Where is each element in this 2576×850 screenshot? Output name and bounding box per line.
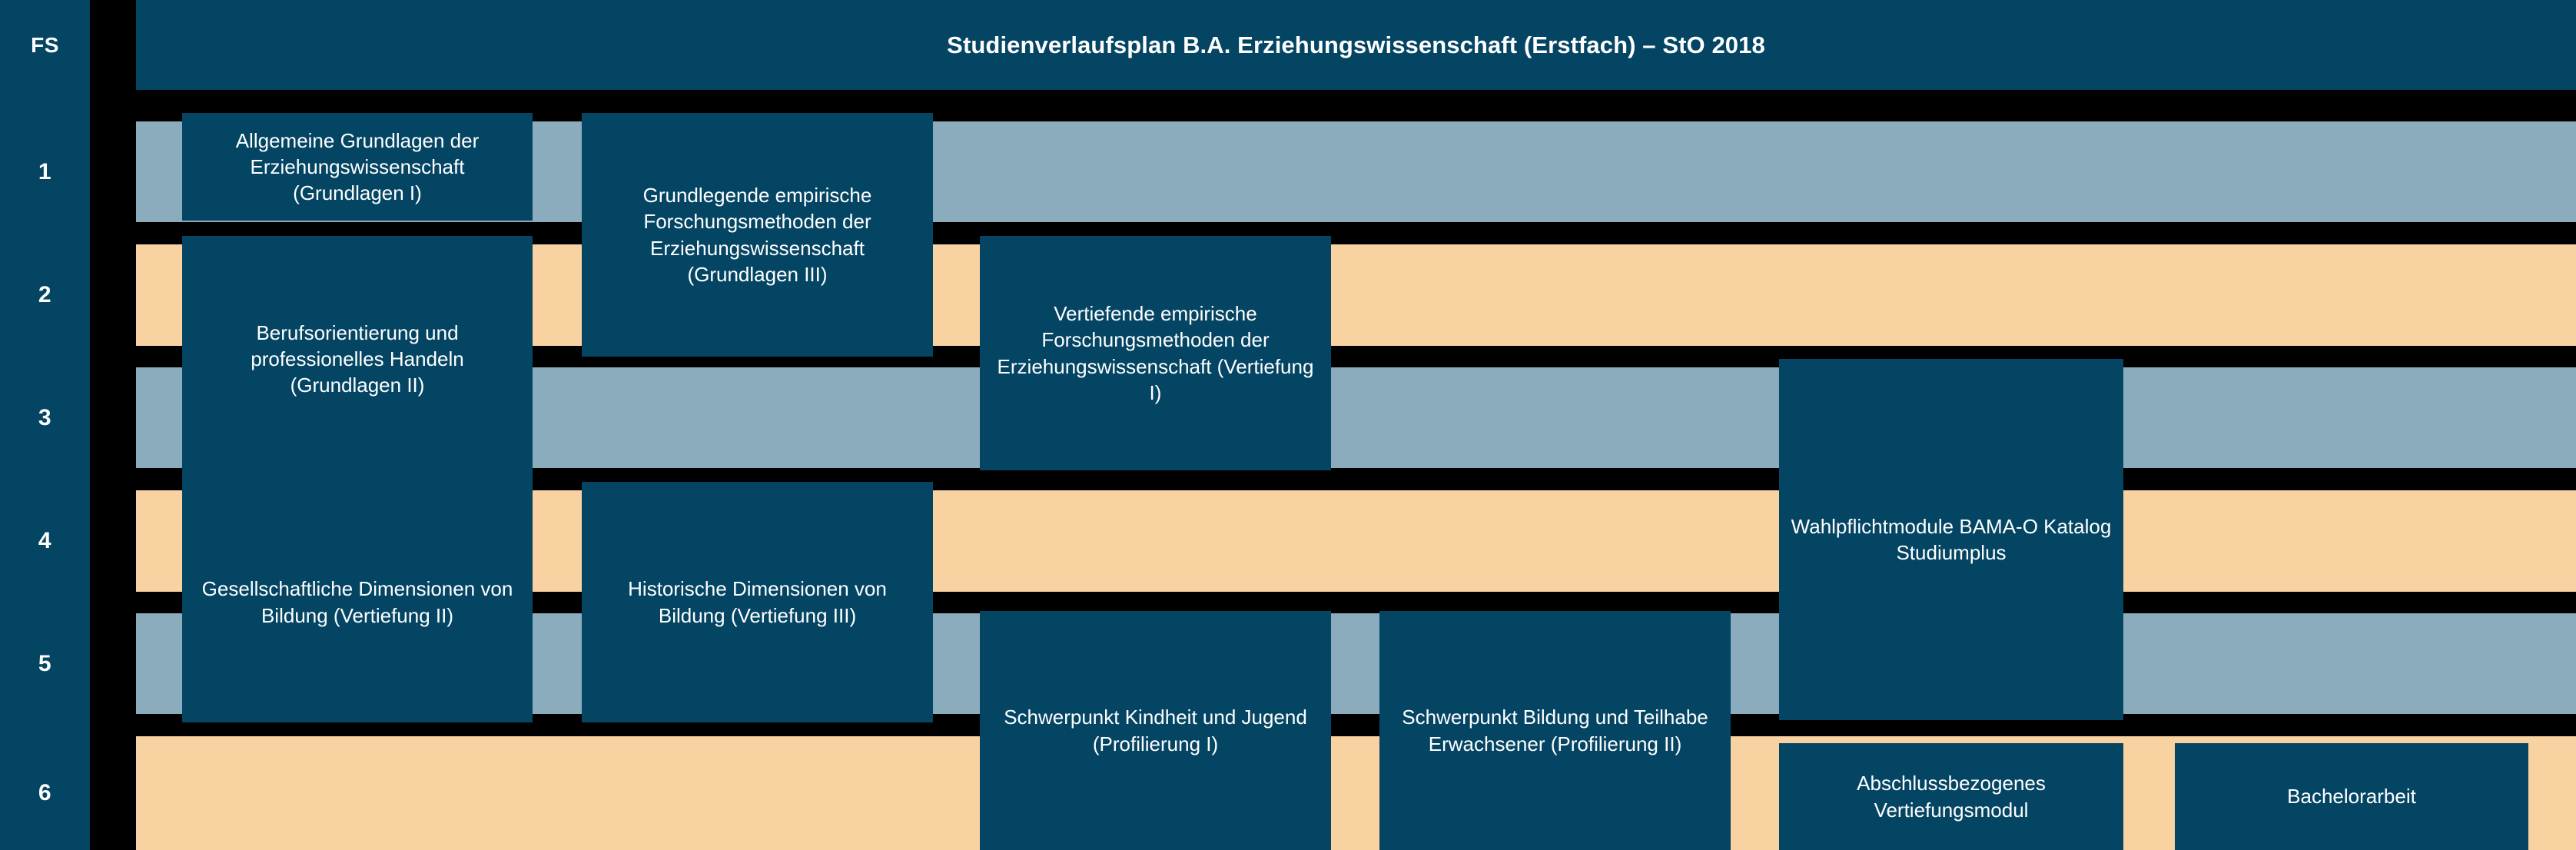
- semester-label-2: 2: [38, 282, 52, 307]
- semester-label-3: 3: [38, 404, 52, 430]
- semester-label-1: 1: [38, 158, 52, 184]
- semester-label-5: 5: [38, 650, 52, 676]
- module-abschlussmodul[interactable]: Abschlussbezogenes Vertiefungsmodul: [1779, 743, 2123, 850]
- module-grundlagen-2[interactable]: Berufsorientierung und professionelles H…: [182, 236, 533, 482]
- semester-label-6: 6: [38, 780, 52, 805]
- diagram-header: Studienverlaufsplan B.A. Erziehungswisse…: [136, 0, 2576, 90]
- semester-band-3: [136, 367, 2576, 468]
- semester-band-4: [136, 490, 2576, 592]
- module-label: Grundlegende empirische Forschungsmethod…: [642, 183, 872, 286]
- fs-header-label: FS: [31, 32, 59, 57]
- module-label: Gesellschaftliche Dimensionen von Bildun…: [201, 577, 513, 627]
- module-vertiefung-3[interactable]: Historische Dimensionen von Bildung (Ver…: [582, 482, 933, 722]
- module-label: Historische Dimensionen von Bildung (Ver…: [628, 577, 887, 627]
- module-vertiefung-1[interactable]: Vertiefende empirische Forschungsmethode…: [980, 236, 1331, 470]
- page-title: Studienverlaufsplan B.A. Erziehungswisse…: [947, 31, 1765, 58]
- module-bachelorarbeit[interactable]: Bachelorarbeit: [2175, 743, 2528, 850]
- module-profilierung-2[interactable]: Schwerpunkt Bildung und Teilhabe Erwachs…: [1379, 611, 1731, 850]
- module-wahlpflicht-bama-o[interactable]: Wahlpflichtmodule BAMA-O Katalog Studium…: [1779, 359, 2123, 720]
- semester-label-4: 4: [38, 528, 52, 553]
- module-label: Wahlpflichtmodule BAMA-O Katalog Studium…: [1791, 514, 2112, 564]
- module-label: Vertiefende empirische Forschungsmethode…: [997, 301, 1314, 404]
- module-grundlagen-3[interactable]: Grundlegende empirische Forschungsmethod…: [582, 113, 933, 357]
- semester-band-6: [136, 736, 2576, 850]
- semester-band-5: [136, 613, 2576, 714]
- module-label: Bachelorarbeit: [2287, 785, 2416, 808]
- module-label: Schwerpunkt Kindheit und Jugend (Profili…: [1004, 706, 1307, 755]
- module-vertiefung-2[interactable]: Gesellschaftliche Dimensionen von Bildun…: [182, 482, 533, 722]
- semester-band-2: [136, 244, 2576, 346]
- module-profilierung-1[interactable]: Schwerpunkt Kindheit und Jugend (Profili…: [980, 611, 1331, 850]
- module-grundlagen-1[interactable]: Allgemeine Grundlagen der Erziehungswiss…: [182, 113, 533, 221]
- module-label: Abschlussbezogenes Vertiefungsmodul: [1857, 772, 2046, 822]
- module-label: Berufsorientierung und professionelles H…: [251, 320, 464, 397]
- module-label: Schwerpunkt Bildung und Teilhabe Erwachs…: [1402, 706, 1708, 755]
- semester-rail: FS 1 2 3 4 5 6: [0, 0, 90, 850]
- module-label: Allgemeine Grundlagen der Erziehungswiss…: [235, 128, 480, 205]
- semester-band-1: [136, 121, 2576, 222]
